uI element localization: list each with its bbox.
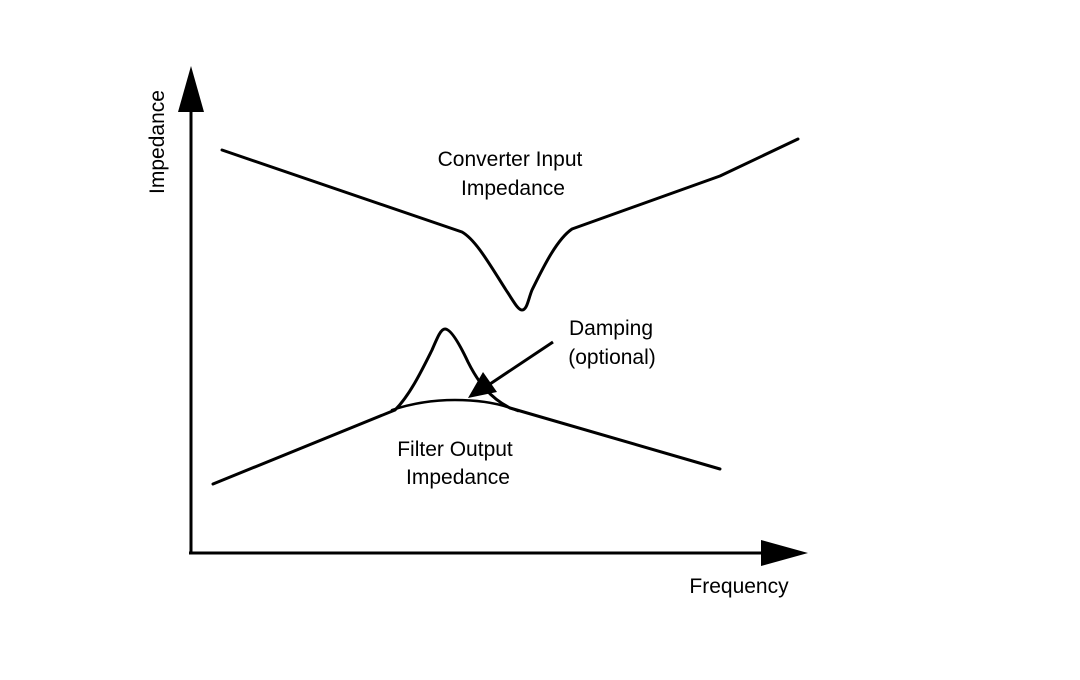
filter-output-label-line1: Filter Output: [397, 438, 513, 461]
damping-label-line2: (optional): [568, 346, 656, 369]
damping-label-line1: Damping: [569, 317, 653, 340]
converter-input-label-line1: Converter Input: [438, 148, 583, 171]
damping-arrow-line: [489, 340, 554, 386]
x-axis-label: Frequency: [689, 575, 789, 598]
y-axis-arrowhead: [178, 66, 204, 112]
y-axis-label: Impedance: [146, 90, 169, 194]
damped-filter-output-impedance-curve: [390, 398, 520, 413]
damping-arrowhead: [468, 372, 497, 398]
x-axis-arrowhead: [761, 540, 808, 566]
converter-input-label-line2: Impedance: [461, 177, 565, 200]
converter-input-impedance-curve: [220, 137, 800, 312]
filter-output-label-line2: Impedance: [406, 466, 510, 489]
